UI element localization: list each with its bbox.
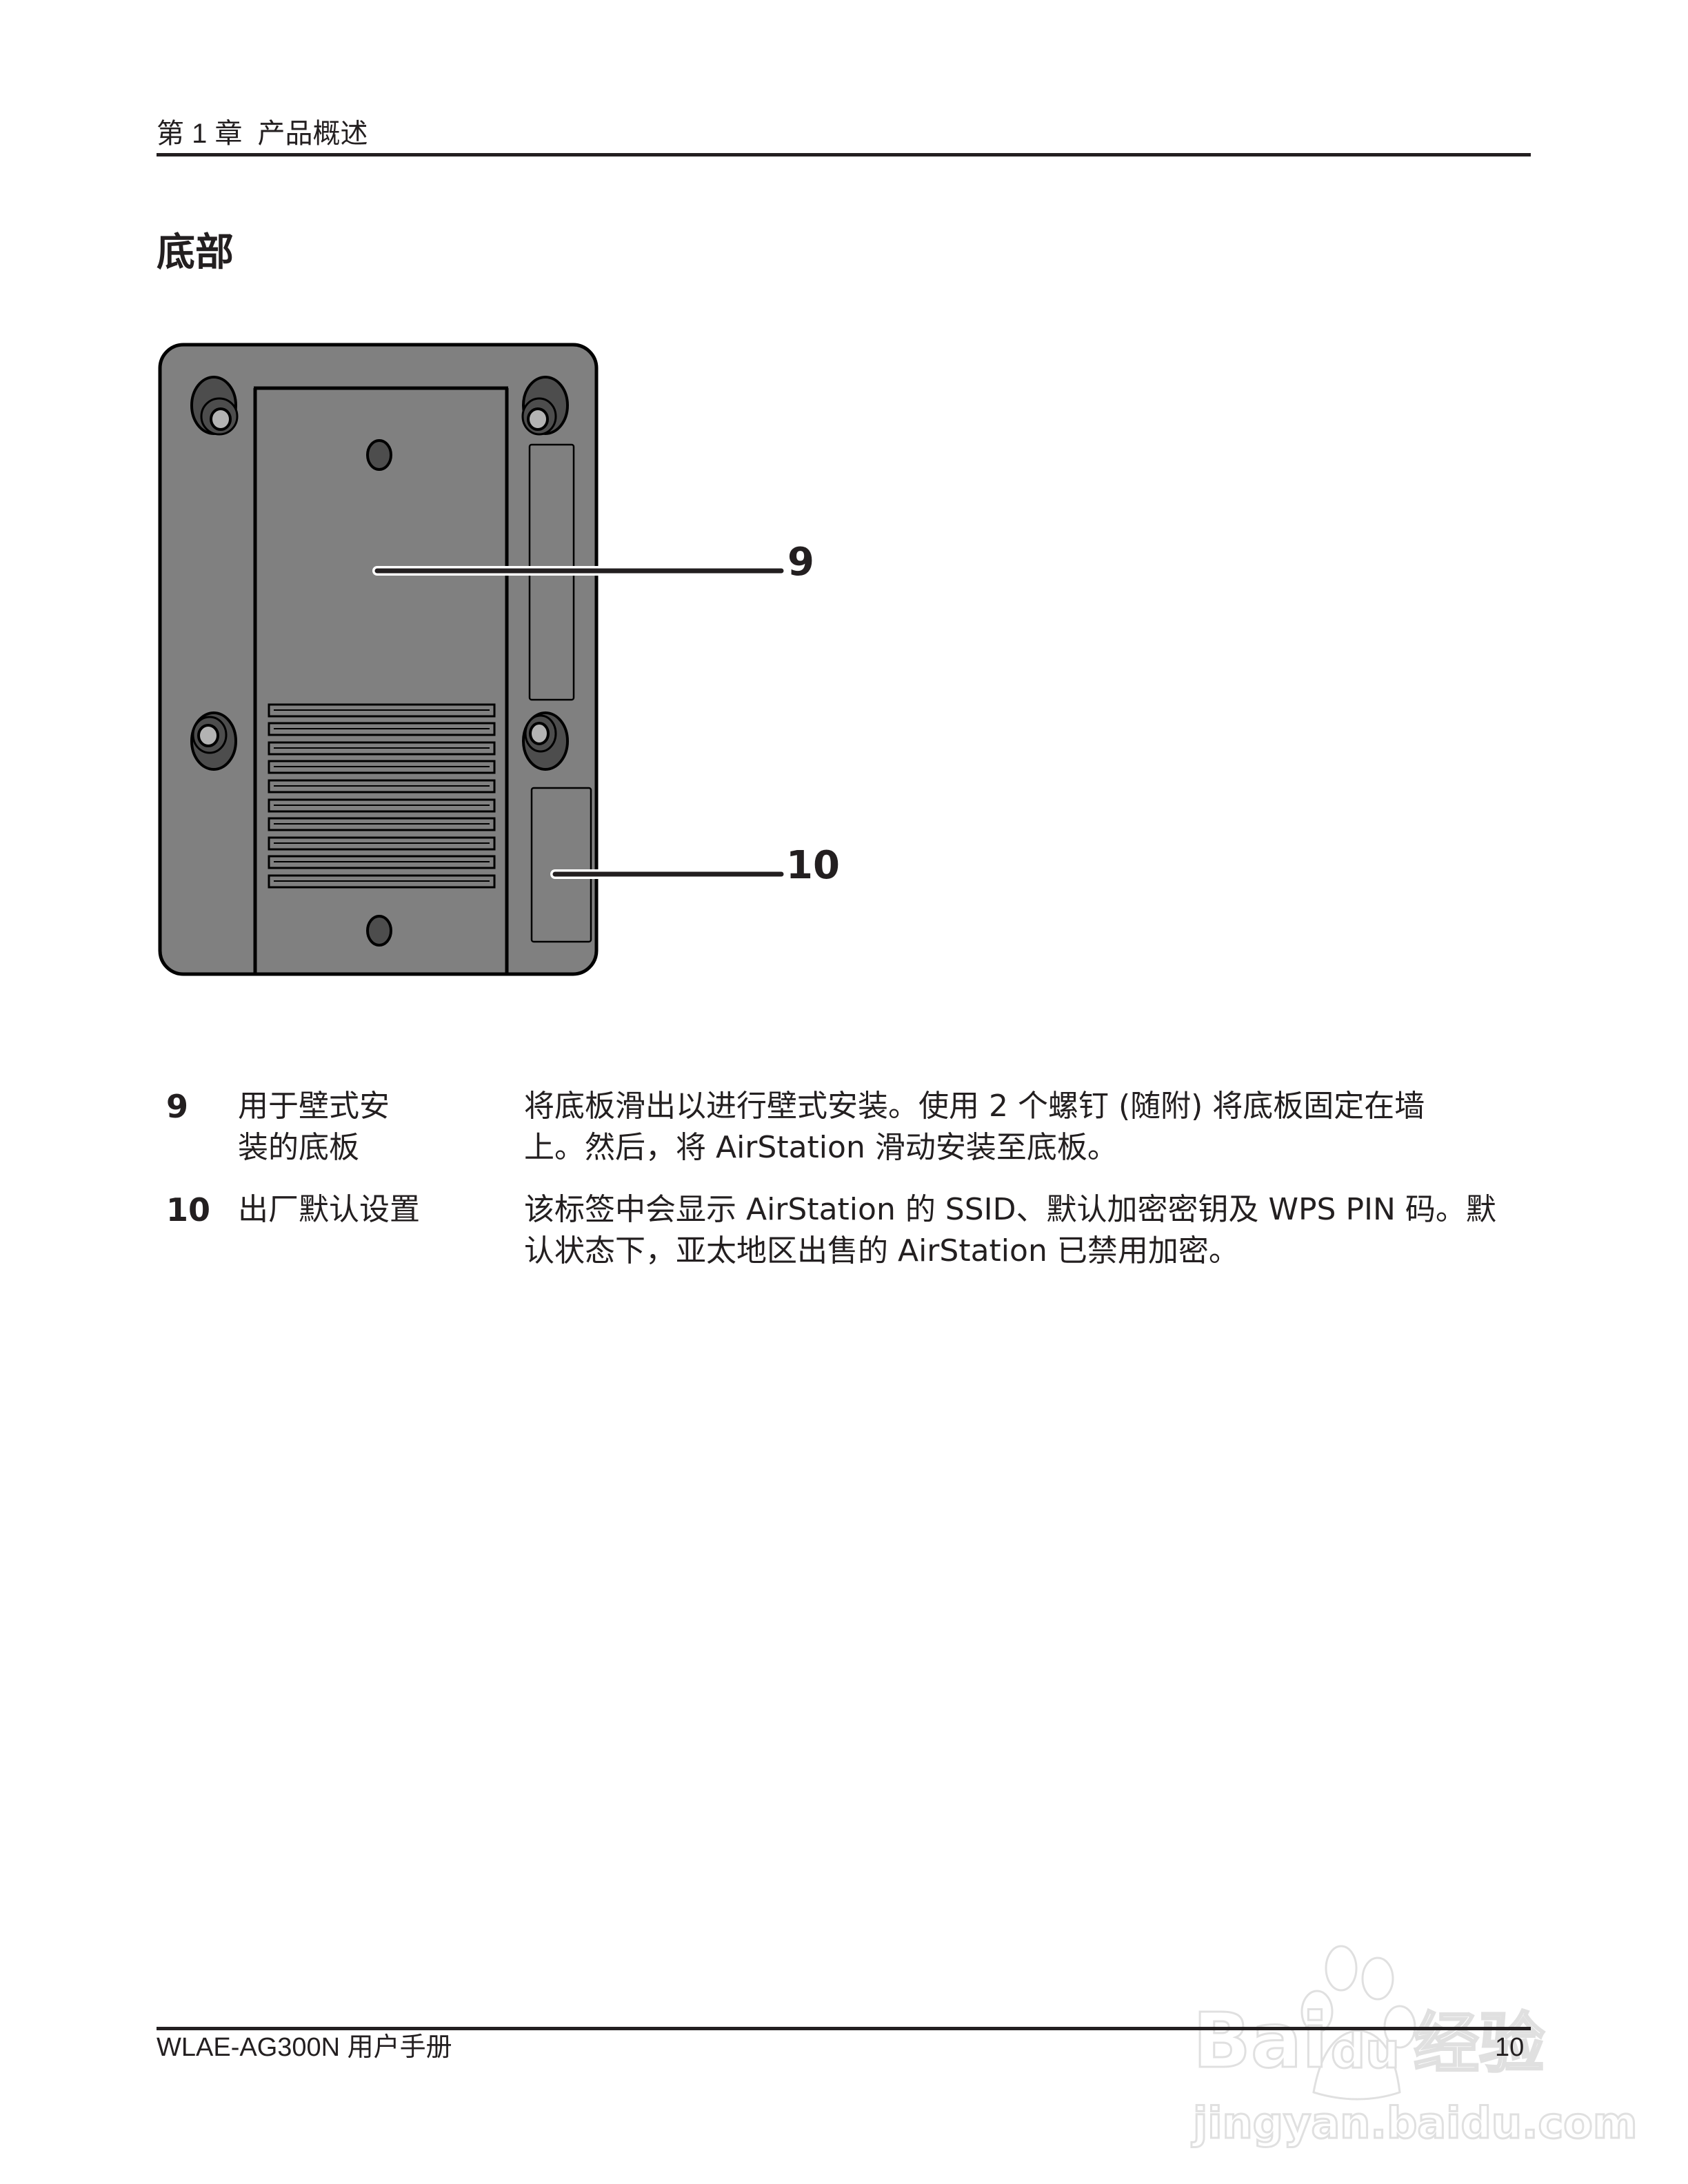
manual-title: WLAE-AG300N 用户手册 — [157, 2033, 452, 2062]
chapter-label: 第 1 章 — [157, 119, 243, 149]
footer-rule — [157, 2027, 1531, 2030]
section-title: 底部 — [157, 230, 234, 275]
watermark-logo-cn: 经验 — [1412, 2005, 1545, 2083]
page-number: 10 — [1495, 2033, 1525, 2062]
watermark-url: jingyan.baidu.com — [1192, 2098, 1638, 2148]
device-body — [158, 343, 599, 976]
watermark-logo: Bai — [1192, 1996, 1329, 2085]
factory-default-label-area — [530, 787, 592, 943]
ventilation-slots — [268, 703, 496, 889]
callout-number-10: 10 — [786, 843, 840, 888]
table-row: 10 出厂默认设置 该标签中会显示 AirStation 的 SSID、默认加密… — [157, 1189, 1531, 1272]
rubber-foot-icon — [521, 376, 569, 436]
callout-number-9: 9 — [787, 540, 814, 585]
screw-hole-icon — [366, 915, 392, 947]
rubber-foot-icon — [190, 711, 237, 771]
item-number: 10 — [166, 1191, 211, 1228]
component-table: 9 用于壁式安 装的底板 将底板滑出以进行壁式安装。使用 2 个螺钉 (随附) … — [157, 1086, 1531, 1293]
item-description: 将底板滑出以进行壁式安装。使用 2 个螺钉 (随附) 将底板固定在墙 上。然后，… — [524, 1089, 1425, 1165]
screw-hole-icon — [366, 439, 392, 471]
wall-mount-plate — [253, 386, 509, 974]
item-name: 出厂默认设置 — [238, 1192, 420, 1227]
table-row: 9 用于壁式安 装的底板 将底板滑出以进行壁式安装。使用 2 个螺钉 (随附) … — [157, 1086, 1531, 1169]
rubber-foot-icon — [190, 376, 239, 436]
item-number: 9 — [166, 1088, 189, 1125]
watermark-logo-du: du — [1330, 2023, 1401, 2080]
item-description: 该标签中会显示 AirStation 的 SSID、默认加密密钥及 WPS PI… — [524, 1192, 1496, 1268]
header-rule — [157, 153, 1531, 156]
rubber-foot-icon — [522, 711, 569, 771]
running-header: 第 1 章产品概述 — [157, 117, 368, 150]
chapter-title: 产品概述 — [257, 119, 368, 149]
device-bottom-illustration — [158, 343, 786, 976]
item-name: 用于壁式安 装的底板 — [238, 1089, 390, 1165]
